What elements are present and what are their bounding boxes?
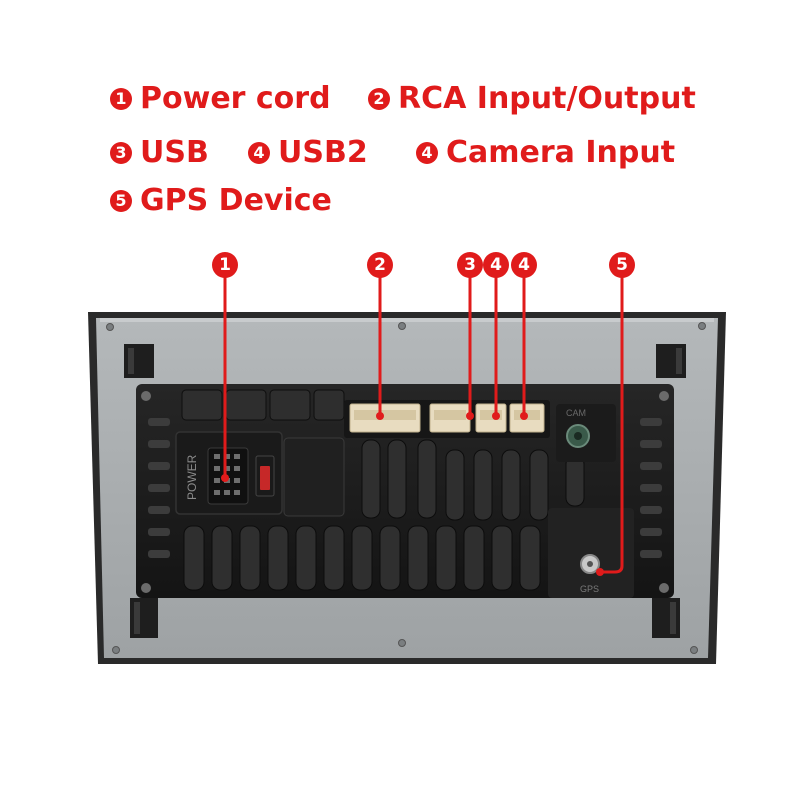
heatsink-fins xyxy=(148,418,662,558)
legend-usb2: 4 USB2 xyxy=(248,138,368,168)
legend-usb: 3 USB xyxy=(110,138,209,168)
legend-number: 5 xyxy=(110,190,132,212)
callout-4-usb2: 4 xyxy=(483,252,509,278)
legend-label: RCA Input/Output xyxy=(398,81,696,116)
callout-4-camera: 4 xyxy=(511,252,537,278)
mount-brackets xyxy=(124,344,686,638)
cam-label: CAM xyxy=(566,408,586,418)
gps-label: GPS xyxy=(580,584,599,594)
callout-lines xyxy=(223,276,624,574)
callout-5: 5 xyxy=(609,252,635,278)
callout-1: 1 xyxy=(212,252,238,278)
legend-label: Power cord xyxy=(140,81,331,116)
legend-number: 3 xyxy=(110,142,132,164)
legend-gps: 5 GPS Device xyxy=(110,186,332,216)
callout-3: 3 xyxy=(457,252,483,278)
connector-strip xyxy=(344,400,550,438)
legend-rca: 2 RCA Input/Output xyxy=(368,84,696,114)
legend-label: USB2 xyxy=(278,135,368,170)
legend-camera-input: 4 Camera Input xyxy=(416,138,675,168)
callout-2: 2 xyxy=(367,252,393,278)
top-ridges xyxy=(181,389,345,421)
legend-power-cord: 1 Power cord xyxy=(110,84,331,114)
legend-number: 4 xyxy=(248,142,270,164)
bottom-vents xyxy=(183,525,541,591)
panel-screws xyxy=(106,322,706,654)
camera-port: CAM xyxy=(556,404,616,462)
legend-label: GPS Device xyxy=(140,183,332,218)
legend-number: 2 xyxy=(368,88,390,110)
gps-port: GPS xyxy=(548,508,634,598)
callout-dots xyxy=(221,412,604,576)
legend-label: Camera Input xyxy=(446,135,676,170)
middle-vents xyxy=(361,439,585,521)
power-label: POWER xyxy=(185,454,199,500)
legend-number: 4 xyxy=(416,142,438,164)
legend-label: USB xyxy=(140,135,209,170)
legend-number: 1 xyxy=(110,88,132,110)
power-connector: POWER xyxy=(175,431,345,517)
